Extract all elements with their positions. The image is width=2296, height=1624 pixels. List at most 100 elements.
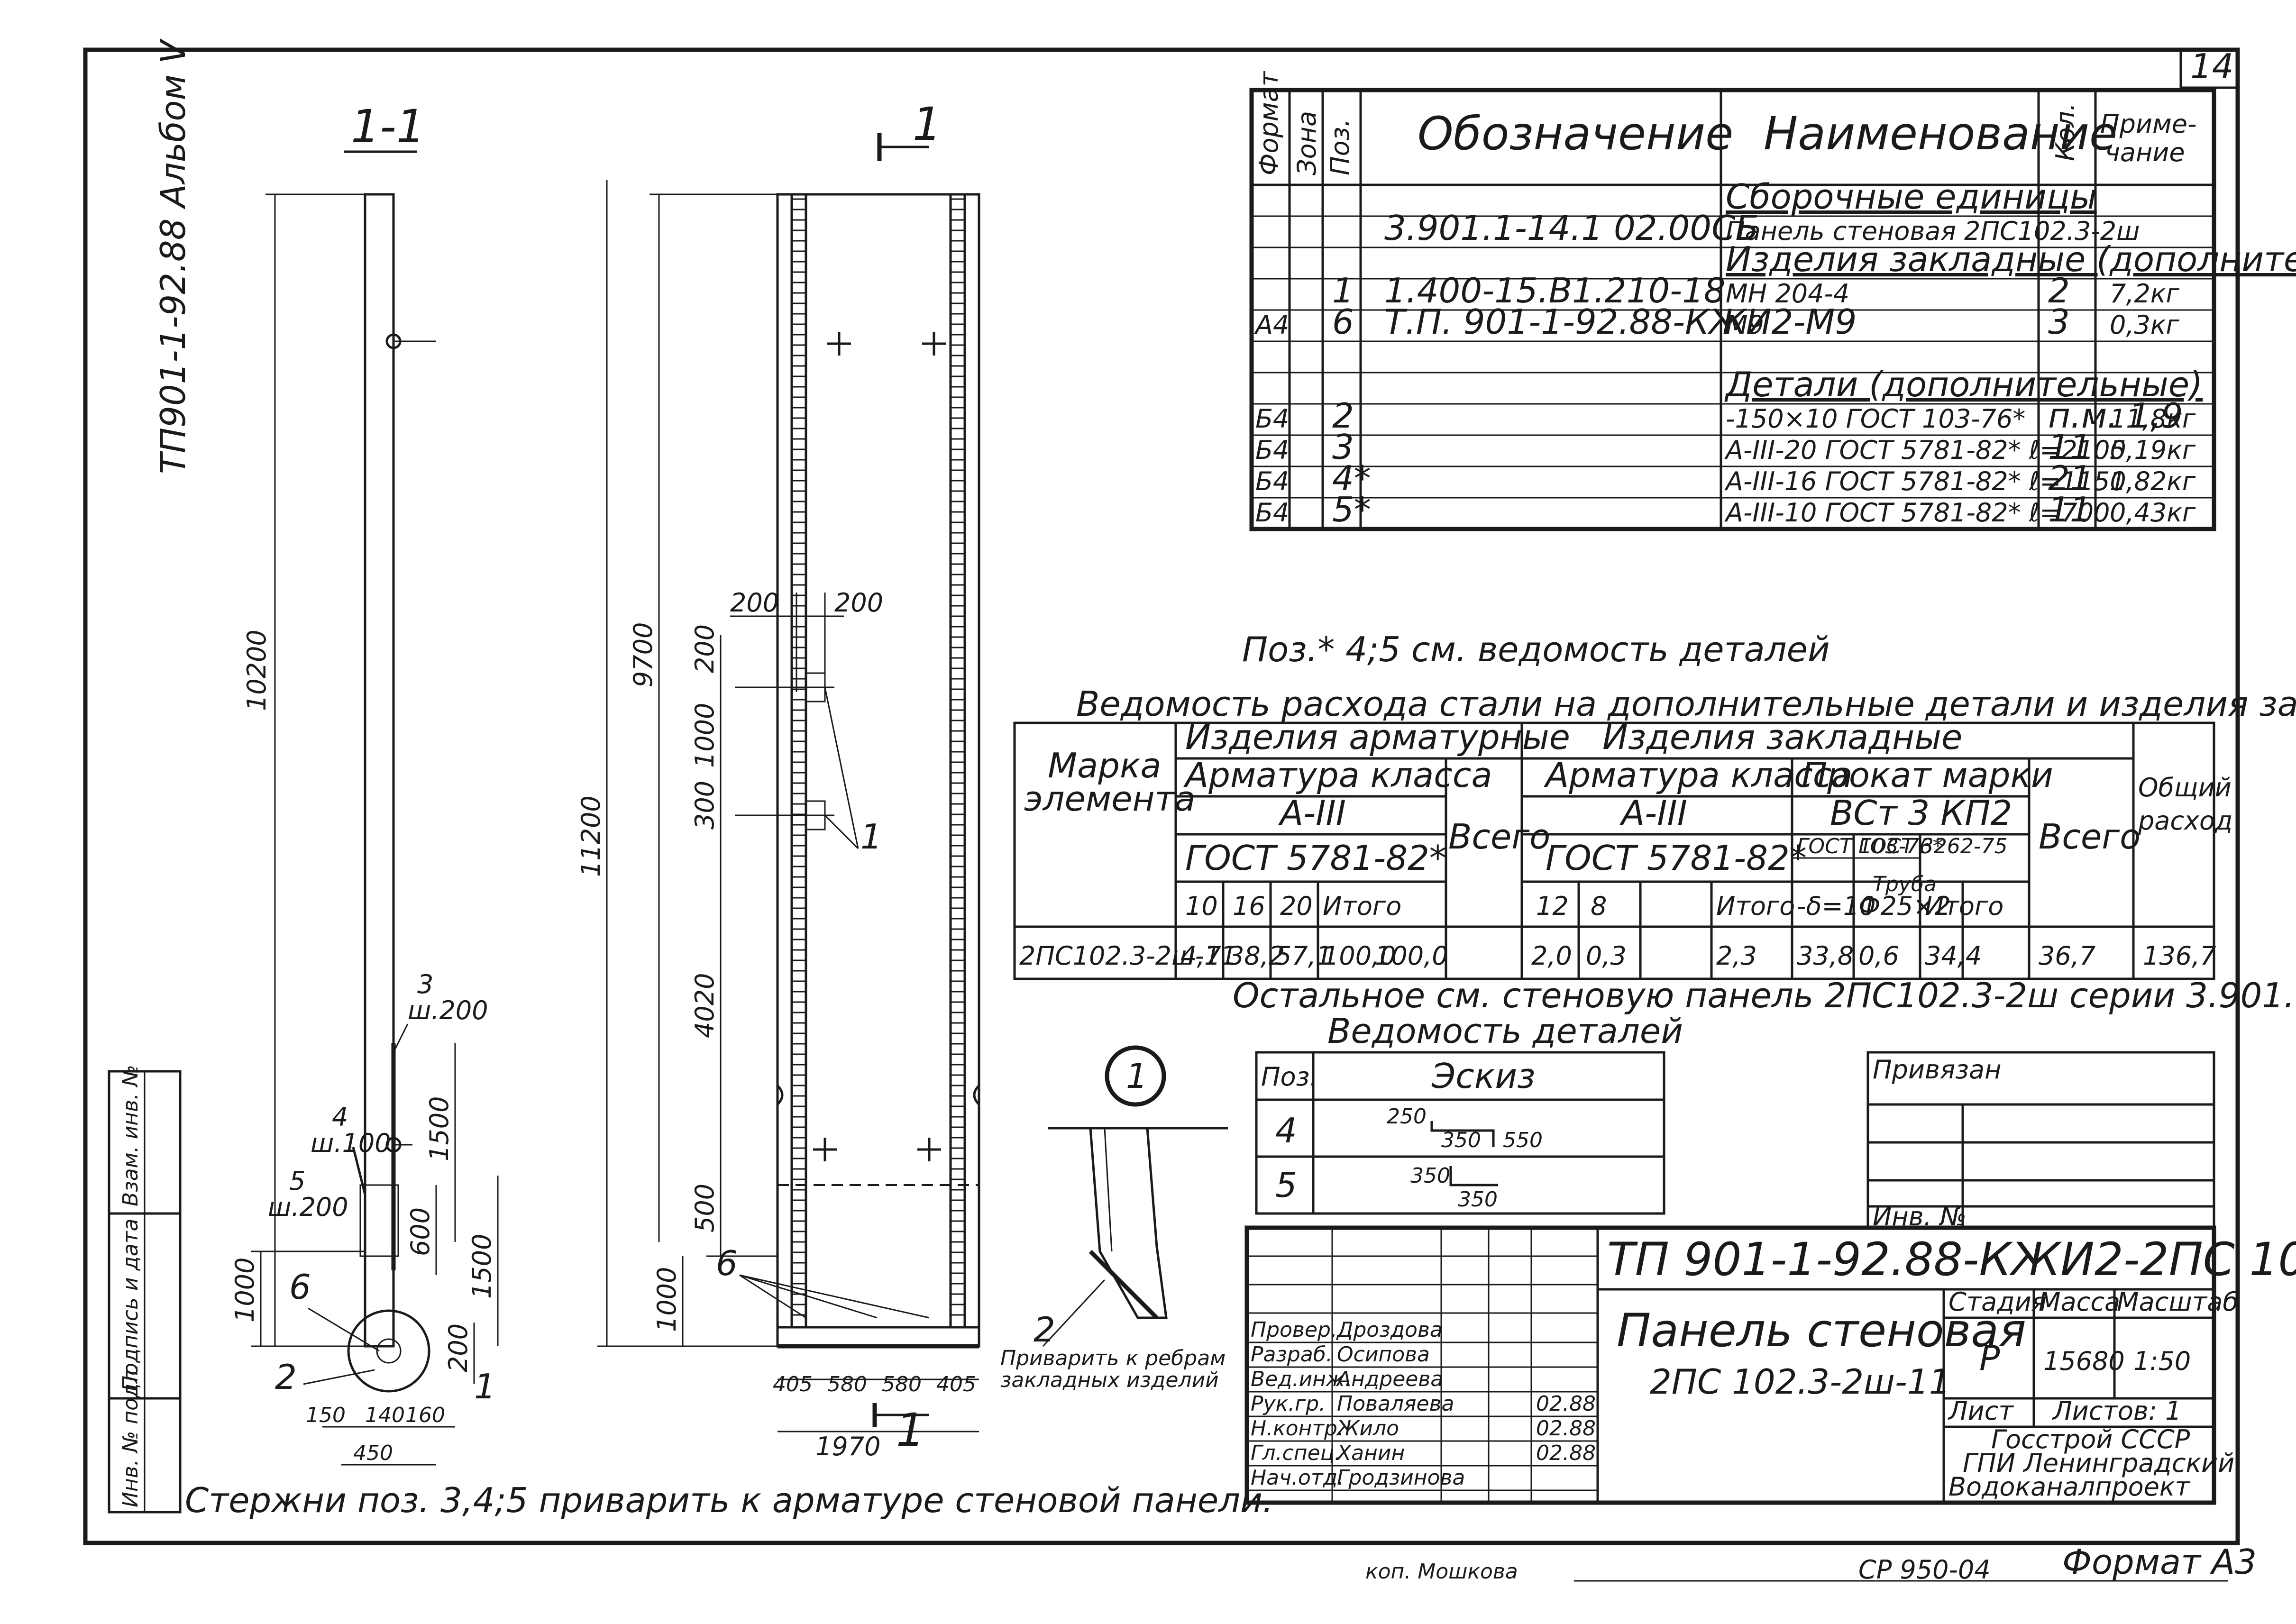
spec-qty: 11: [2048, 427, 2092, 467]
steel-cell: 2,3: [1716, 941, 1757, 971]
album-code: ТП901-1-92.88 Альбом V: [153, 38, 193, 474]
dim-200c: 200: [690, 624, 720, 673]
steel-cell: 34,4: [1925, 941, 1982, 971]
detail-table: Поз. Эскиз 4 5 250 350 550 350 350: [1255, 1051, 1665, 1215]
callout-6b: 6: [716, 1243, 738, 1283]
spec-header-code: Обозначение: [1418, 107, 1733, 160]
steel-cell: 4,7: [1180, 941, 1221, 971]
dim-200a: 200: [730, 588, 779, 618]
sheet-frame: [83, 47, 2240, 1545]
dim-405b: 405: [936, 1372, 976, 1396]
spec-header-1: Зона: [1292, 111, 1322, 175]
title-h-stage: Стадия: [1948, 1287, 2047, 1317]
steel-cell: 0,3: [1586, 941, 1627, 971]
steel-table-title: Ведомость расхода стали на дополнительны…: [1076, 684, 2296, 724]
binding-label: Привязан: [1873, 1055, 2001, 1085]
steel-sub: 10: [1185, 891, 1218, 921]
callout-3: 3: [417, 969, 433, 999]
title-org3: Водоканалпроект: [1948, 1472, 2191, 1502]
callout-1a: 1: [474, 1367, 496, 1406]
dim-580a: 580: [827, 1372, 867, 1396]
steel-h-embed: Изделия закладные: [1602, 717, 1962, 757]
detail-r5-a: 350: [1410, 1164, 1450, 1188]
steel-h-rebar: Изделия арматурные: [1185, 717, 1570, 757]
steel-note: Остальное см. стеновую панель 2ПС102.3-2…: [1233, 976, 2296, 1015]
spec-qty: п.м. 1,9: [2048, 396, 2183, 436]
spec-name: Сборочные единицы: [1726, 177, 2097, 217]
panel-front-view: 1 200 200: [576, 98, 980, 1461]
steel-cell: 100,0: [1323, 941, 1396, 971]
title-mass: 15680: [2043, 1346, 2125, 1376]
signer-role: Разраб.: [1251, 1342, 1333, 1367]
steel-h-class: Арматура класса: [1183, 755, 1492, 795]
callout-5: 5: [289, 1166, 305, 1196]
signer-role: Провер.: [1251, 1318, 1337, 1342]
dim-1970: 1970: [815, 1432, 880, 1461]
signer-name: Андреева: [1336, 1367, 1443, 1391]
detail-r5-b: 350: [1458, 1187, 1498, 1212]
callout-5w: ш.200: [268, 1192, 348, 1222]
title-code: ТП 901-1-92.88-КЖИ2-2ПС 102.3-2ш-11: [1607, 1233, 2296, 1286]
detail-r5-pos: 5: [1275, 1165, 1297, 1205]
steel-sub: Итого: [1323, 891, 1401, 921]
spec-name: А-III-10 ГОСТ 5781-82* ℓ=700: [1724, 498, 2110, 528]
signer-name: Осипова: [1337, 1342, 1430, 1367]
signer-date: 02.88: [1536, 1416, 1596, 1441]
dim-405a: 405: [773, 1372, 813, 1396]
callout-4w: ш.100: [311, 1128, 391, 1158]
steel-sub: 16: [1233, 891, 1265, 921]
steel-h-rolled: Прокат марки: [1802, 755, 2053, 795]
detail-r4-b: 350: [1441, 1128, 1481, 1152]
dim-11200: 11200: [576, 795, 606, 877]
bottom-note: Стержни поз. 3,4;5 приварить к арматуре …: [185, 1480, 1273, 1520]
spec-qty: 2: [2048, 271, 2070, 310]
dim-1500a: 1500: [424, 1096, 454, 1161]
detail-h-pos: Поз.: [1261, 1062, 1318, 1092]
spec-pos: 6: [1332, 302, 1354, 342]
dim-10200: 10200: [242, 630, 272, 711]
steel-h-gost: ГОСТ 5781-82*: [1185, 838, 1446, 878]
spec-header-qty: Кол.: [2050, 103, 2080, 161]
cut-mark-bottom: 1: [896, 1404, 925, 1457]
title-sheets: Листов: 1: [2052, 1396, 2181, 1426]
signer-date: 02.88: [1536, 1392, 1596, 1416]
steel-h-gost103: ГОСТ 103-76*: [1797, 834, 1943, 858]
spec-fmt: А4: [1254, 310, 1289, 340]
spec-header-note2: чание: [2105, 137, 2185, 167]
title-name-2: 2ПС 102.3-2ш-11: [1650, 1362, 1951, 1402]
steel-row-mark: 2ПС102.3-2ш-11: [1019, 941, 1237, 971]
spec-name: А-III-20 ГОСТ 5781-82* ℓ=2100: [1724, 435, 2126, 465]
dim-580b: 580: [882, 1372, 922, 1396]
signer-name: Дроздова: [1336, 1318, 1443, 1342]
spec-header-2: Поз.: [1325, 119, 1355, 175]
spec-fmt: Б4: [1255, 498, 1289, 528]
title-org2: ГПИ Ленинградский: [1963, 1448, 2234, 1478]
detail-1: 1 2 Приварить к ребрам закладных изделий: [1000, 1045, 1228, 1392]
callout-6a: 6: [289, 1267, 311, 1307]
signer-role: Вед.инж.: [1251, 1367, 1352, 1391]
callout-1b: 1: [860, 817, 882, 857]
title-block: Провер.ДроздоваРазраб.ОсиповаВед.инж.Анд…: [1244, 1225, 2296, 1505]
dim-4020: 4020: [690, 973, 720, 1038]
callout-4: 4: [332, 1102, 348, 1132]
spec-qty: 3: [2048, 302, 2070, 342]
signer-name: Гродзинова: [1337, 1466, 1465, 1490]
side-stamp: Взам. инв. № Подпись и дата Инв. № подл.: [108, 1065, 182, 1514]
steel-sub: 8: [1591, 891, 1607, 921]
spec-pos: 4*: [1332, 458, 1371, 498]
dim-160: 160: [405, 1403, 445, 1427]
spec-qty: 11: [2048, 490, 2092, 529]
spec-pos: 3: [1332, 427, 1354, 467]
spec-name: Детали (дополнительные): [1724, 365, 2203, 404]
steel-sub: 20: [1280, 891, 1313, 921]
spec-pos: 5*: [1332, 490, 1371, 529]
steel-table: [1013, 721, 2215, 980]
dim-300: 300: [690, 781, 720, 830]
stamp-vzam: Взам. инв. №: [119, 1065, 143, 1206]
stamp-inv-podl: Инв. № подл.: [119, 1363, 143, 1507]
spec-header-0: Формат: [1254, 71, 1284, 175]
spec-note: 7,2кг: [2110, 279, 2179, 309]
